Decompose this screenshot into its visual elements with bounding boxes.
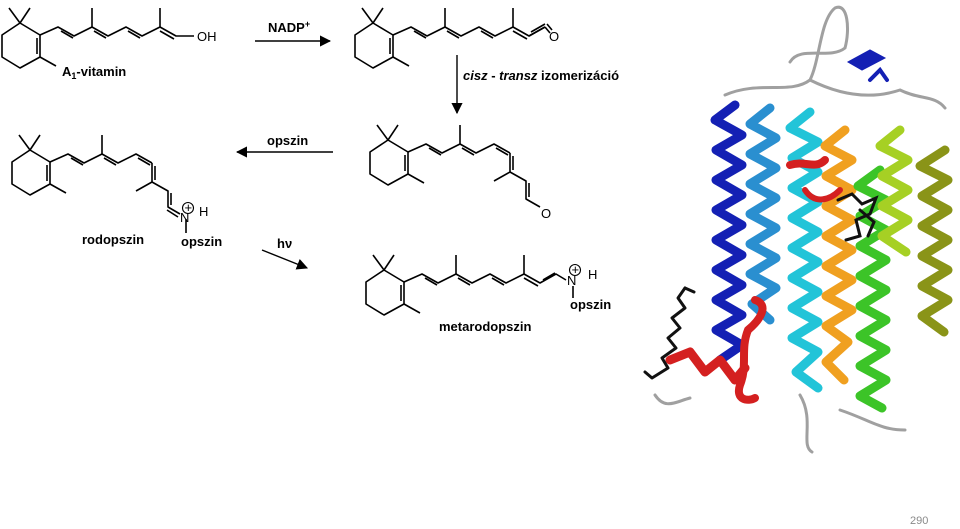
metarhodopsin-name: metarodopszin xyxy=(439,319,532,334)
rhodopsin-structure xyxy=(11,134,187,233)
rhodopsin-charge: + xyxy=(185,200,193,215)
metarhodopsin-charge-circle xyxy=(568,263,582,277)
vitamin-a1-name: A1-vitamin xyxy=(62,64,126,81)
isomerization-label: cisz - transz izomerizáció xyxy=(463,68,619,83)
rhodopsin-n-atom: N xyxy=(180,210,189,225)
11-cis-retinal-structure xyxy=(369,124,541,208)
aldehyde-o-cis: O xyxy=(541,206,551,221)
protein-ribbon-icon xyxy=(643,5,953,454)
oxidation-label: NADP+ xyxy=(268,19,310,35)
rhodopsin-protein-label: opszin xyxy=(181,234,222,249)
rhodopsin-h-atom: H xyxy=(199,204,208,219)
metarhodopsin-n-atom: N xyxy=(567,273,576,288)
opsin-binding-label: opszin xyxy=(267,133,308,148)
light-arrow xyxy=(261,249,309,270)
rhodopsin-charge-circle xyxy=(181,201,195,215)
light-label: hν xyxy=(277,236,292,251)
metarhodopsin-structure xyxy=(365,254,574,316)
hydroxyl-label: OH xyxy=(197,29,217,44)
metarhodopsin-h-atom: H xyxy=(588,267,597,282)
metarhodopsin-protein-label: opszin xyxy=(570,297,611,312)
all-trans-retinal-structure xyxy=(354,7,553,69)
aldehyde-o-trans: O xyxy=(549,29,559,44)
page-number: 290 xyxy=(910,515,928,527)
vitamin-a1-structure xyxy=(1,7,194,69)
metarhodopsin-charge: + xyxy=(572,262,580,277)
rhodopsin-name: rodopszin xyxy=(82,232,144,247)
